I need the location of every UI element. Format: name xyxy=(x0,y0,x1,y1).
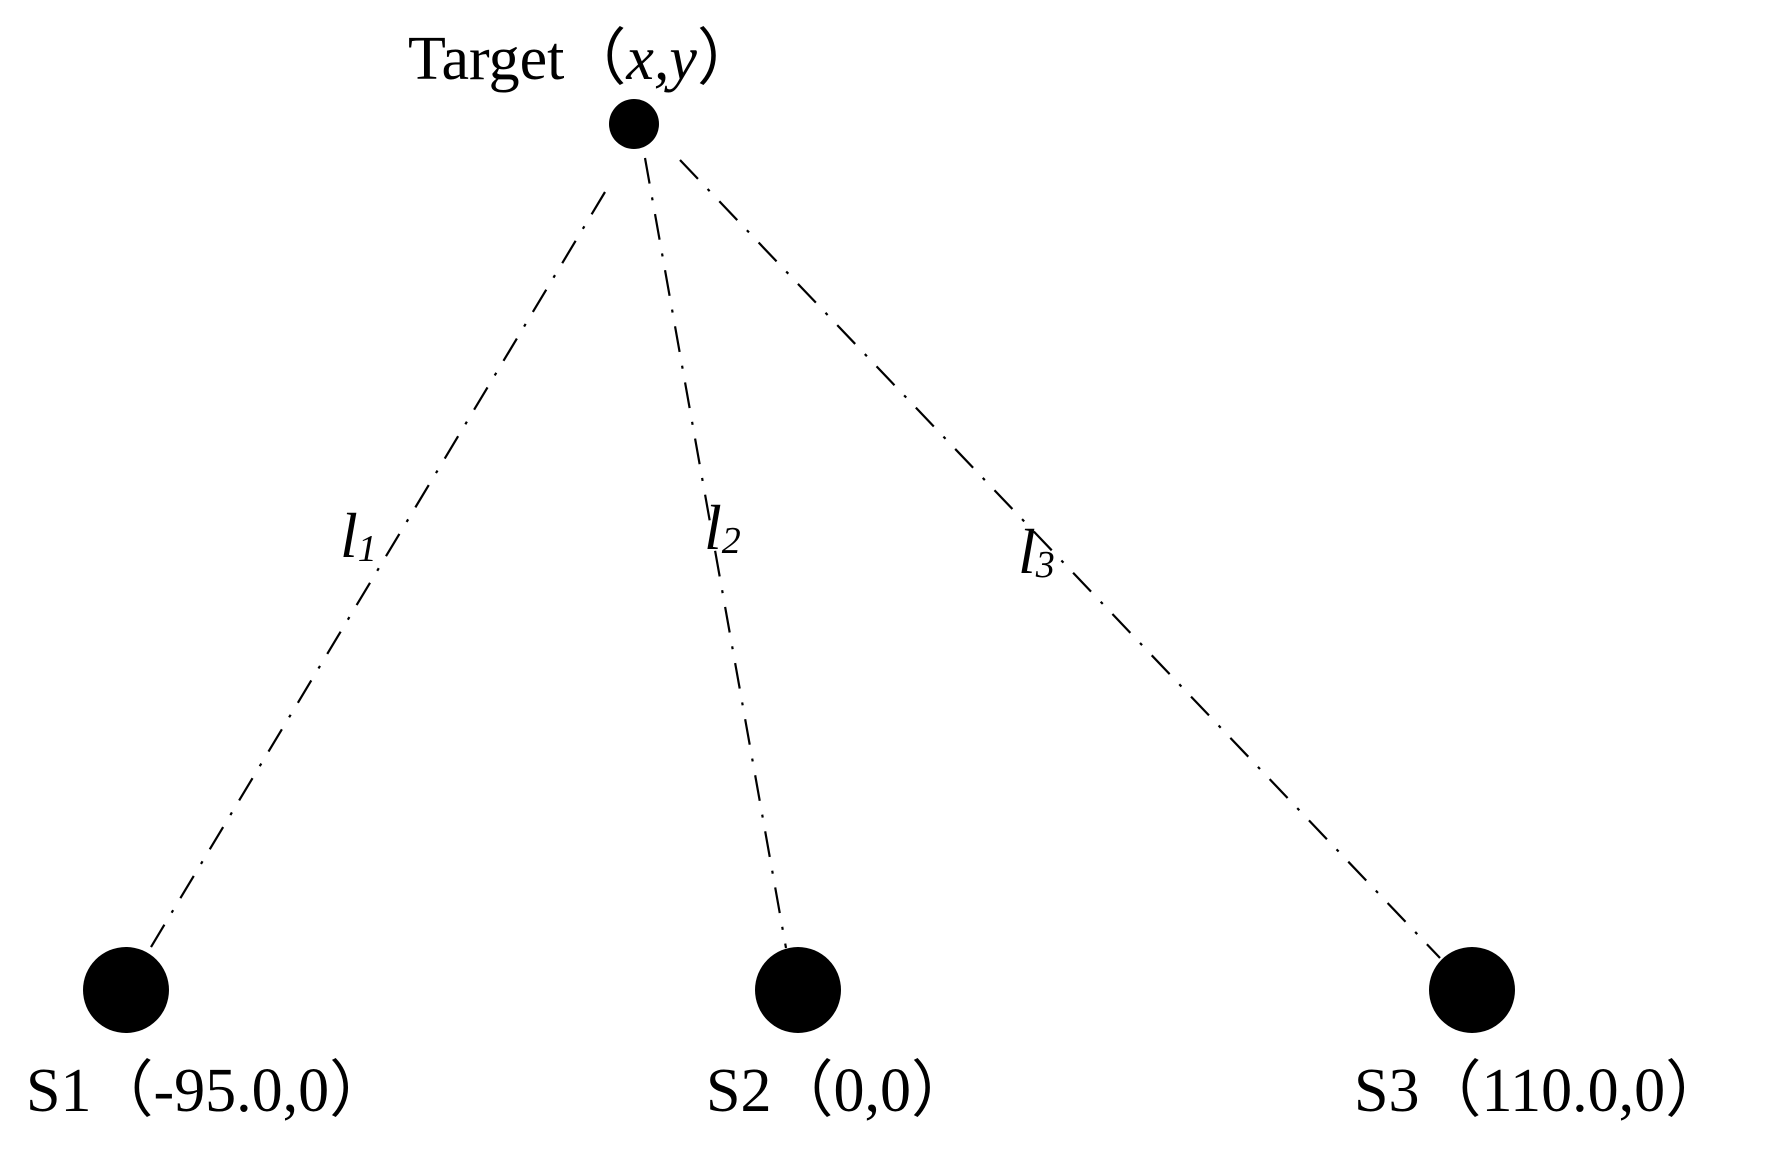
target-open-paren: （ xyxy=(564,25,627,93)
edge-line-3 xyxy=(679,159,1441,959)
edge-label-1-sub: 1 xyxy=(357,528,377,570)
edge-label-2-base: l xyxy=(704,492,722,563)
edge-label-3-base: l xyxy=(1018,516,1036,587)
edge-label-1: l1 xyxy=(340,504,377,570)
sensor-label-s2: S2（0,0） xyxy=(706,1057,973,1125)
sensor-node-s3 xyxy=(1429,947,1515,1033)
edge-label-1-base: l xyxy=(340,500,358,571)
edge-label-2: l2 xyxy=(704,496,741,562)
edge-line-1 xyxy=(147,191,606,953)
target-node xyxy=(609,99,659,149)
sensor-node-s1 xyxy=(83,947,169,1033)
edge-line-2 xyxy=(643,157,788,949)
edge-label-3: l3 xyxy=(1018,520,1055,586)
edge-label-3-sub: 3 xyxy=(1035,544,1055,586)
edge-label-2-sub: 2 xyxy=(721,520,741,562)
sensor-node-s2 xyxy=(755,947,841,1033)
sensor-label-s3: S3（110.0,0） xyxy=(1354,1057,1728,1125)
target-close-paren: ） xyxy=(696,25,759,93)
target-label: Target（x,y） xyxy=(408,28,759,90)
target-name: Target xyxy=(408,25,565,93)
target-coords: x,y xyxy=(626,25,697,93)
sensor-label-s1: S1（-95.0,0） xyxy=(26,1057,392,1125)
